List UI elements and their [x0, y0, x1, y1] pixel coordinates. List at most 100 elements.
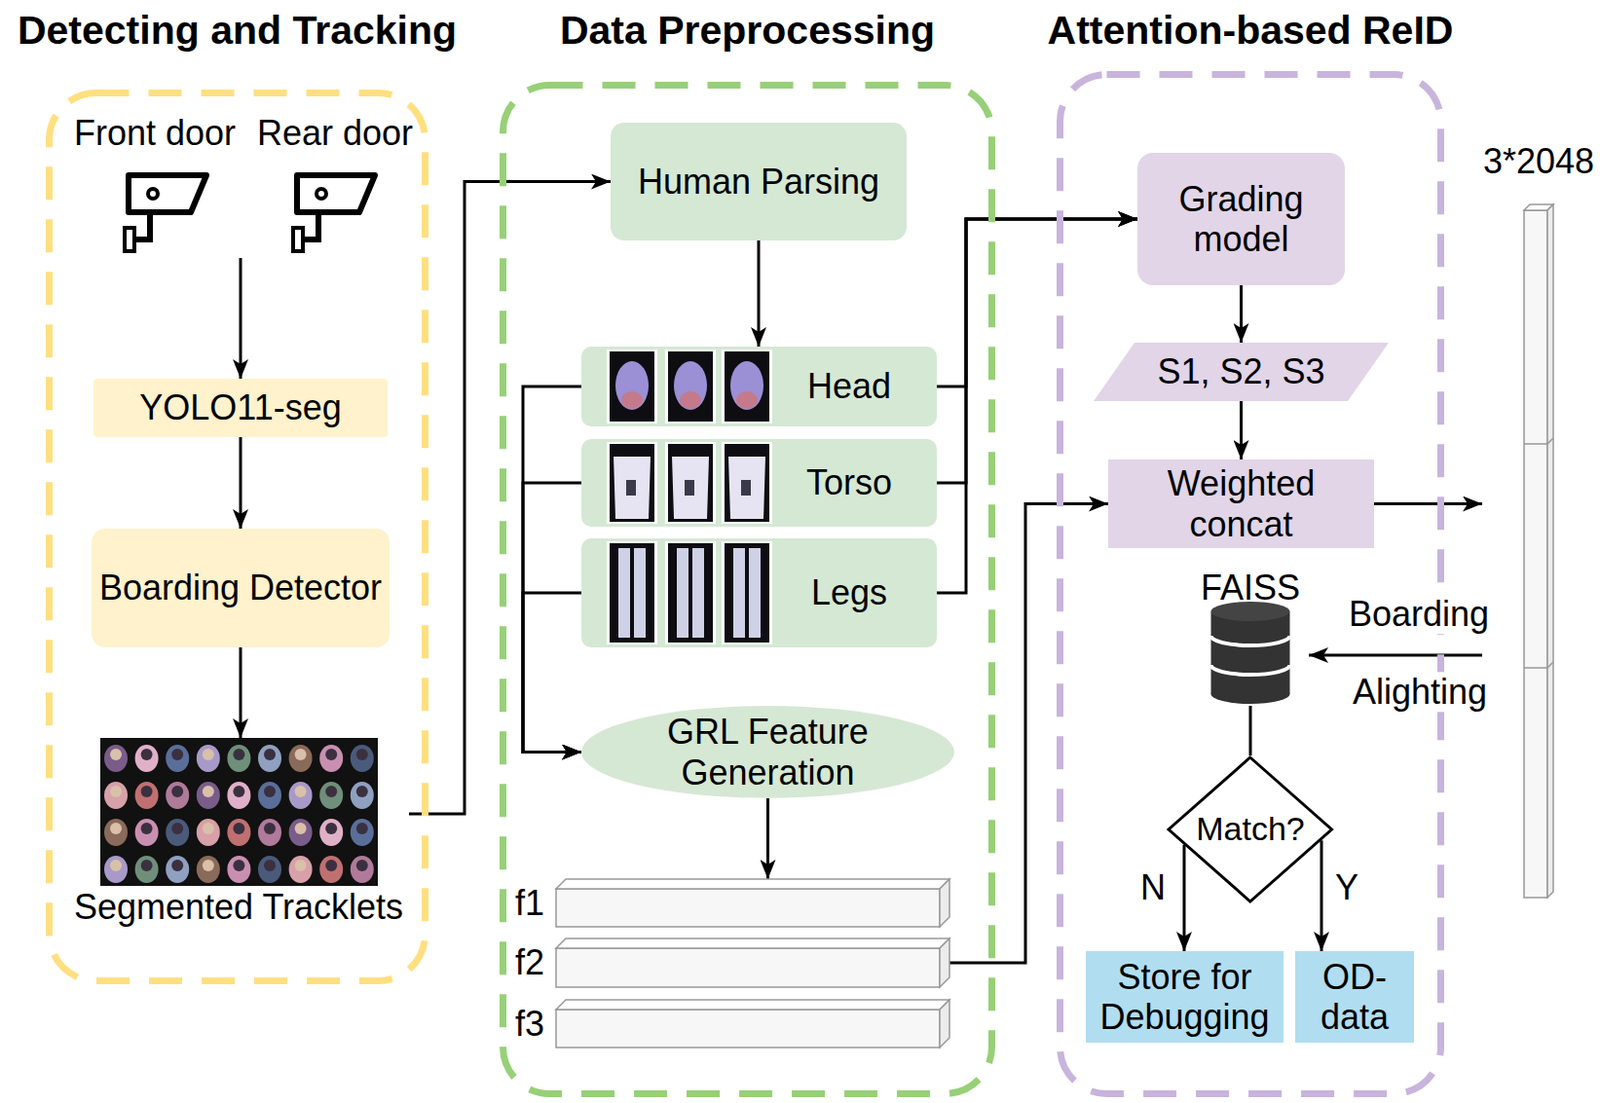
feature-vector: f1: [511, 879, 950, 928]
person-crop: [350, 855, 374, 884]
connector: [1183, 845, 1187, 952]
node-label: Segmented Tracklets: [74, 887, 404, 928]
node-label: Store for Debugging: [1085, 957, 1284, 1039]
bar-top: [556, 938, 950, 949]
edge-label: N: [1138, 867, 1168, 908]
camera-body: [297, 175, 375, 213]
crop-ground: [609, 543, 655, 643]
crop-frame: [606, 541, 658, 645]
bar-front: [556, 889, 940, 928]
connector: [949, 504, 1109, 965]
connector: [1239, 285, 1243, 343]
person-crop: [165, 781, 189, 810]
node-label: Front door: [74, 112, 236, 153]
person-crop: [289, 744, 313, 773]
bar-side: [939, 938, 950, 988]
face-shape: [679, 391, 702, 410]
person-crop: [350, 744, 374, 773]
db-bottom: [1211, 684, 1291, 705]
bar-top: [556, 1000, 950, 1010]
bar-side: [1547, 204, 1554, 898]
camera-base: [293, 227, 303, 252]
connector: [522, 593, 582, 753]
head-shape: [615, 361, 649, 410]
node-label: GRL Feature Generation: [646, 711, 891, 793]
node-label: Rear door: [257, 112, 413, 153]
edge-label: Y: [1333, 867, 1361, 908]
shirt-print: [741, 480, 751, 496]
process-box: OD-data: [1295, 951, 1414, 1043]
section-panel: Data PreprocessingHuman ParsingHeadTorso…: [499, 81, 996, 1098]
person-crop: [165, 818, 189, 847]
person-crop: [319, 781, 343, 810]
leg-shape: [618, 548, 631, 638]
person-crop: [289, 855, 313, 884]
body-part-box: Head: [581, 346, 937, 427]
connector: [1308, 654, 1483, 658]
database: FAISS: [1191, 567, 1309, 707]
node-label: Legs: [811, 572, 888, 613]
shirt-shape: [728, 456, 766, 520]
section-title: Attention-based ReID: [1047, 6, 1454, 55]
process-box: YOLO11-seg: [93, 378, 388, 438]
leg-shape: [692, 548, 705, 638]
embedding-vector: 3*2048: [1482, 141, 1596, 903]
node-label: S1, S2, S3: [1156, 351, 1325, 392]
feature-bar: [556, 1000, 950, 1048]
crop-ground: [668, 444, 713, 522]
person-crop: [165, 855, 189, 884]
face-shape: [621, 391, 643, 410]
process-box: Human Parsing: [610, 122, 907, 241]
camera-lens: [148, 188, 158, 199]
node-label: YOLO11-seg: [139, 387, 341, 428]
person-crop: [226, 855, 251, 884]
person-crop: [258, 781, 282, 810]
section-panel: Attention-based ReIDGrading modelS1, S2,…: [1056, 71, 1445, 1098]
leg-shape: [633, 548, 646, 638]
shirt-shape: [671, 456, 709, 520]
crop-frame: [606, 349, 658, 424]
feature-bar: [556, 938, 950, 988]
connector: [1374, 502, 1483, 506]
process-box: Grading model: [1137, 152, 1345, 286]
node-label: OD-data: [1295, 957, 1414, 1039]
bar-top: [556, 879, 950, 890]
db-ring: [1211, 665, 1291, 675]
person-crop: [135, 818, 159, 847]
person-crop: [258, 818, 282, 847]
person-crop: [165, 744, 189, 773]
connector: [239, 437, 243, 529]
person-crop: [226, 744, 251, 773]
bar-segment: [1524, 662, 1554, 669]
process-box: Boarding Detector: [91, 528, 390, 648]
node-label: Match?: [1195, 810, 1305, 849]
person-crop: [135, 855, 159, 884]
person-crop: [104, 744, 128, 773]
person-crop: [258, 744, 282, 773]
camera-pair: Front door Rear door: [68, 109, 419, 259]
flow-label: Boarding: [1346, 594, 1491, 634]
connector: [757, 240, 761, 347]
bar-front: [556, 1009, 940, 1048]
node-label: FAISS: [1200, 567, 1301, 608]
connector: [239, 258, 243, 379]
person-crop: [226, 781, 251, 810]
crop-frame: [721, 442, 773, 524]
diamond-outline: [1168, 757, 1333, 902]
camera-base: [124, 227, 135, 252]
person-crop: [319, 744, 343, 773]
person-crop: [104, 818, 128, 847]
dashed-outline: [503, 85, 993, 1095]
connector: [1320, 840, 1324, 952]
shirt-shape: [613, 456, 651, 520]
crop-ground: [668, 543, 713, 643]
person-crop: [289, 818, 313, 847]
node-label: Torso: [806, 462, 893, 503]
crop-ground: [609, 444, 655, 522]
person-crop: [350, 818, 374, 847]
person-crop: [196, 781, 221, 810]
node-label: f2: [515, 942, 545, 983]
person-crop: [226, 818, 251, 847]
db-body: [1211, 611, 1291, 695]
crop-ground: [724, 351, 770, 422]
